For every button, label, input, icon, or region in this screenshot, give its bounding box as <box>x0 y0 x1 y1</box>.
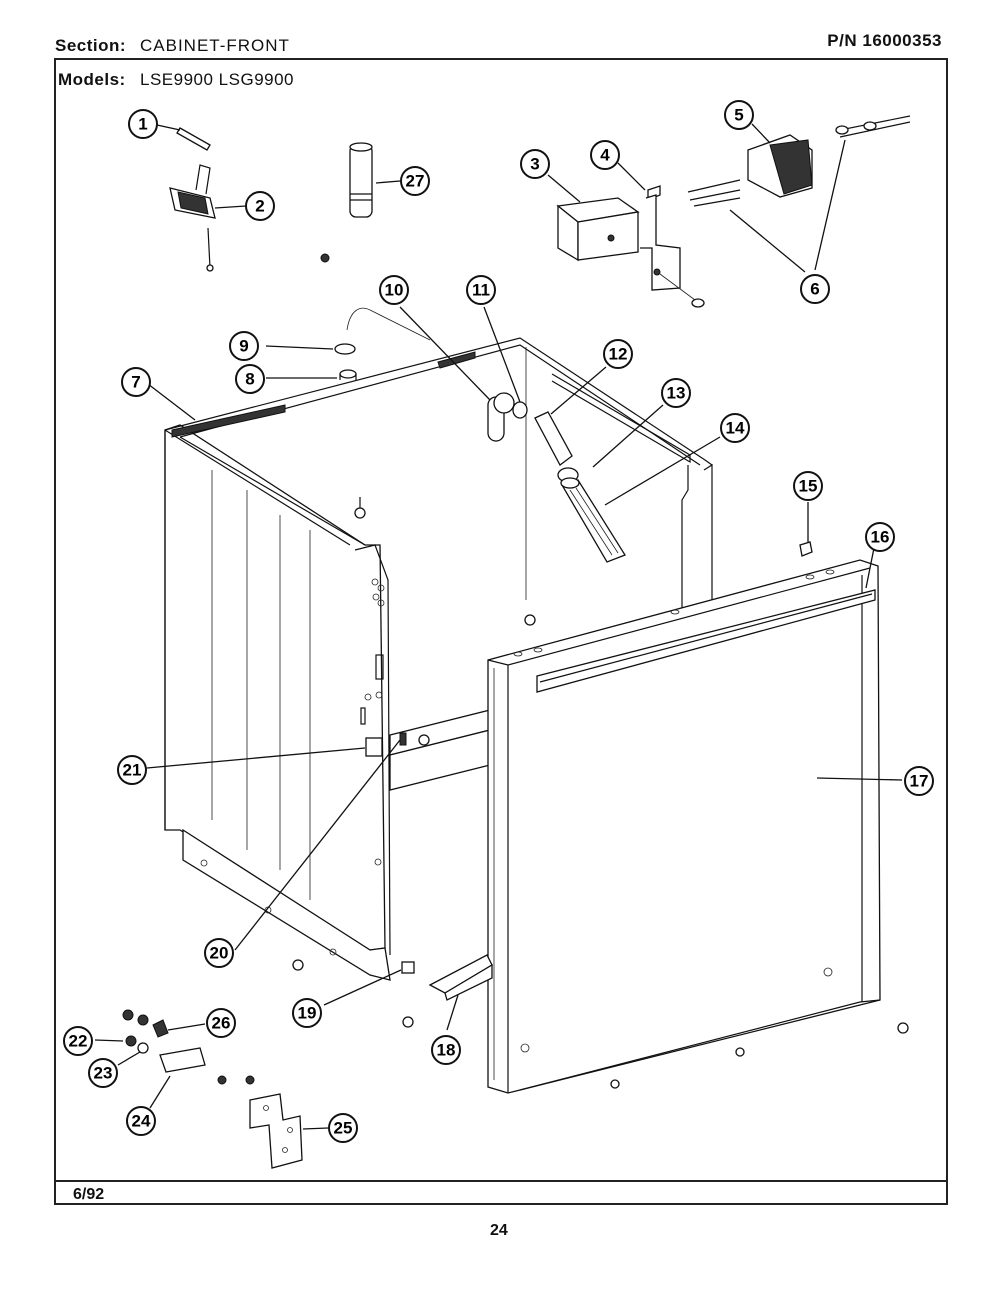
callout-23: 23 <box>88 1058 118 1088</box>
page-number: 24 <box>490 1222 508 1239</box>
svg-text:2: 2 <box>255 197 264 216</box>
callout-16: 16 <box>865 522 895 552</box>
models-label: Models: <box>58 70 126 89</box>
screws <box>292 253 909 1089</box>
part-20-spring <box>399 732 407 746</box>
callout-12: 12 <box>603 339 633 369</box>
callout-26: 26 <box>206 1008 236 1038</box>
part-4-bracket <box>640 185 705 308</box>
svg-text:11: 11 <box>472 281 490 300</box>
callout-13: 13 <box>661 378 691 408</box>
part-14-filter <box>560 477 626 563</box>
callout-19: 19 <box>292 998 322 1028</box>
svg-text:12: 12 <box>609 345 628 364</box>
section-label: Section: <box>55 36 127 55</box>
svg-text:6: 6 <box>810 280 819 299</box>
svg-text:14: 14 <box>726 419 745 438</box>
svg-text:5: 5 <box>734 106 743 125</box>
part-27-connector <box>349 142 373 218</box>
svg-text:18: 18 <box>437 1041 456 1060</box>
callout-8: 8 <box>235 364 265 394</box>
svg-text:22: 22 <box>69 1032 88 1051</box>
svg-text:16: 16 <box>871 528 890 547</box>
callout-10: 10 <box>379 275 409 305</box>
svg-text:19: 19 <box>298 1004 317 1023</box>
svg-text:25: 25 <box>334 1119 353 1138</box>
footer-divider <box>54 1180 948 1182</box>
callout-24: 24 <box>126 1106 156 1136</box>
svg-text:23: 23 <box>94 1064 113 1083</box>
callout-2: 2 <box>245 191 275 221</box>
part-18-bracket <box>428 954 493 1001</box>
svg-text:26: 26 <box>212 1014 231 1033</box>
callout-21: 21 <box>117 755 147 785</box>
svg-text:3: 3 <box>530 155 539 174</box>
svg-text:20: 20 <box>210 944 229 963</box>
callout-15: 15 <box>793 471 823 501</box>
svg-text:13: 13 <box>667 384 686 403</box>
part-number: P/N 16000353 <box>827 31 942 50</box>
svg-text:9: 9 <box>239 337 248 356</box>
leader-lines <box>94 123 903 1130</box>
callout-20: 20 <box>204 938 234 968</box>
callout-25: 25 <box>328 1113 358 1143</box>
callout-4: 4 <box>590 140 620 170</box>
cabinet-top-frame <box>164 337 713 610</box>
svg-text:7: 7 <box>131 373 140 392</box>
revision-date: 6/92 <box>73 1186 105 1203</box>
svg-text:15: 15 <box>799 477 818 496</box>
diagram-frame <box>54 58 948 1205</box>
hinge-assembly <box>122 1009 303 1169</box>
svg-text:1: 1 <box>138 115 147 134</box>
part-2-switch <box>169 164 216 272</box>
part-6-terminals <box>687 115 911 207</box>
part-9-fitting <box>334 307 431 355</box>
part-21-label <box>365 737 383 757</box>
section-title: CABINET-FRONT <box>140 36 290 55</box>
front-door-panel <box>487 559 881 1094</box>
callout-22: 22 <box>63 1026 93 1056</box>
svg-text:17: 17 <box>910 772 929 791</box>
svg-text:27: 27 <box>406 172 425 191</box>
svg-text:8: 8 <box>245 370 254 389</box>
svg-text:10: 10 <box>385 281 404 300</box>
svg-text:21: 21 <box>123 761 142 780</box>
callout-7: 7 <box>121 367 151 397</box>
part-15-clip <box>799 541 813 557</box>
part-5-relay <box>747 134 813 198</box>
cabinet-side-panel <box>164 424 391 981</box>
svg-text:4: 4 <box>600 146 610 165</box>
cross-brace <box>389 709 491 791</box>
part-3-box <box>556 197 640 262</box>
models-list: LSE9900 LSG9900 <box>140 70 295 89</box>
callout-3: 3 <box>520 149 550 179</box>
svg-text:24: 24 <box>132 1112 151 1131</box>
callout-18: 18 <box>431 1035 461 1065</box>
callout-9: 9 <box>229 331 259 361</box>
part-8-grommet <box>339 369 357 380</box>
part-12-valve <box>534 411 573 466</box>
callout-1: 1 <box>128 109 158 139</box>
callout-27: 27 <box>400 166 430 196</box>
part-11-ring <box>512 401 528 419</box>
callout-14: 14 <box>720 413 750 443</box>
callout-17: 17 <box>904 766 934 796</box>
callout-6: 6 <box>800 274 830 304</box>
part-10-elbow <box>487 392 515 442</box>
callout-5: 5 <box>724 100 754 130</box>
part-1-clip <box>176 127 211 151</box>
part-19-clip <box>401 961 415 974</box>
callout-11: 11 <box>466 275 496 305</box>
